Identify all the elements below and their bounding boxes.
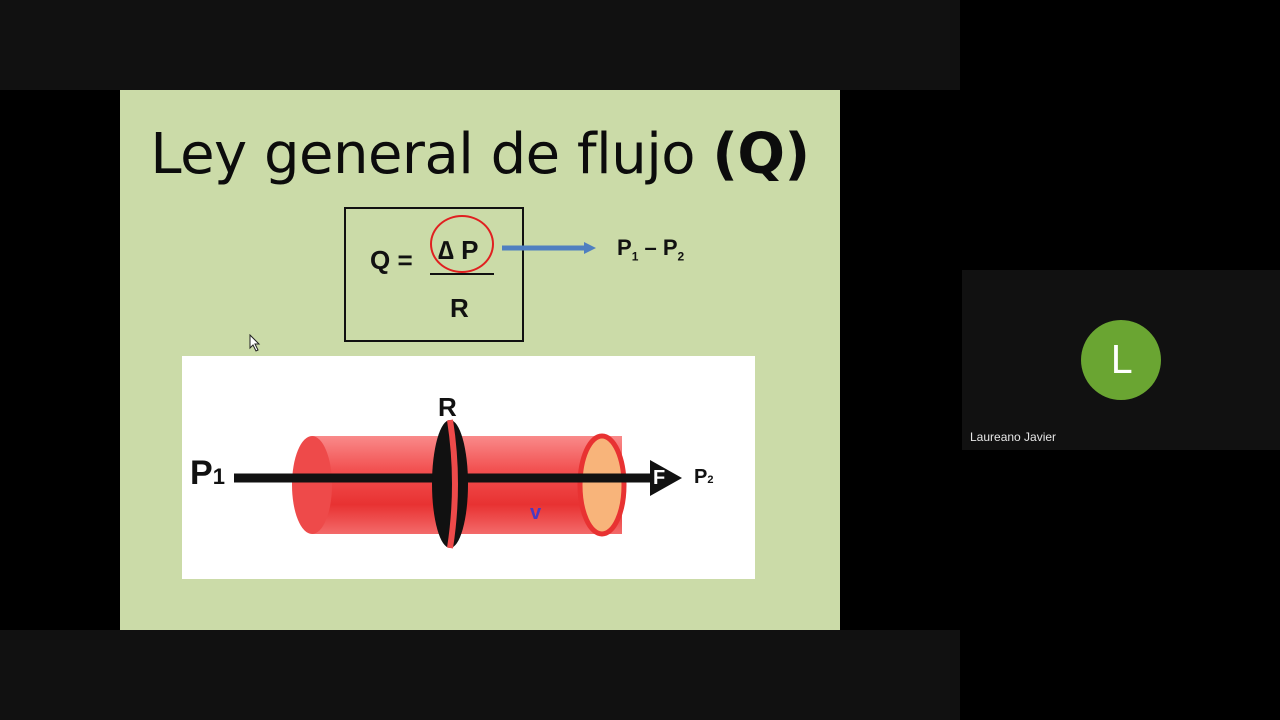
slide-title: Ley general de flujo (Q) <box>120 122 840 187</box>
p1-label: P1 <box>190 454 225 493</box>
p2-subscript: 2 <box>677 249 685 264</box>
minus-sign: – <box>638 235 663 260</box>
p2-label-text: P <box>694 466 708 488</box>
flow-arrowhead <box>650 460 682 496</box>
avatar: L <box>1081 320 1161 400</box>
formula-denominator: R <box>450 293 469 323</box>
formula-box: Q = ∆ P R <box>344 207 524 342</box>
force-label: F <box>653 467 666 489</box>
tube-flow-diagram: P1 R v F P2 <box>182 356 755 579</box>
mouse-pointer-icon <box>249 334 261 352</box>
tube-left-end <box>292 436 332 534</box>
p2-label: P2 <box>694 466 713 489</box>
right-arrow-icon <box>502 242 596 254</box>
r-label: R <box>438 392 457 422</box>
tube-illustration <box>234 419 682 549</box>
pressure-difference: P1 – P2 <box>617 235 684 263</box>
p1-label-text: P <box>190 454 213 492</box>
participant-tile[interactable]: L Laureano Javier <box>962 270 1280 450</box>
title-bold-text: (Q) <box>712 122 810 187</box>
p1-label-sub: 1 <box>212 464 225 489</box>
p2-text: P <box>662 235 678 260</box>
p1-text: P <box>617 235 632 260</box>
tube-opening <box>577 433 627 537</box>
formula-numerator: ∆ P <box>438 235 479 265</box>
p1-subscript: 1 <box>631 249 639 264</box>
title-text: Ley general de flujo <box>150 122 713 187</box>
formula-lhs: Q = <box>370 245 413 275</box>
letterbox-top <box>0 0 960 90</box>
p2-label-sub: 2 <box>707 474 714 486</box>
letterbox-bottom <box>0 630 960 720</box>
resistance-ring <box>432 420 468 548</box>
screen-share-area: Ley general de flujo (Q) Q = ∆ P R P1 – … <box>0 0 960 720</box>
ring-highlight <box>447 419 458 549</box>
fraction-bar <box>430 273 494 275</box>
velocity-label: v <box>530 502 542 524</box>
presentation-slide: Ley general de flujo (Q) Q = ∆ P R P1 – … <box>120 90 840 630</box>
highlight-circle <box>430 215 494 273</box>
participant-name: Laureano Javier <box>970 430 1057 444</box>
